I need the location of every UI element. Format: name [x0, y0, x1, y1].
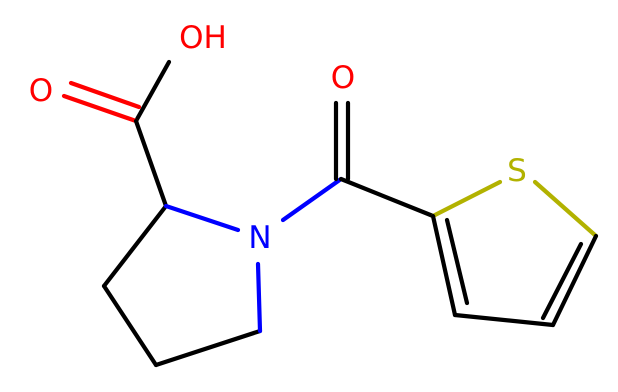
nitrogen-label: N — [248, 220, 271, 256]
bond-c-alpha — [133, 118, 169, 209]
sulfur-label: S — [507, 153, 527, 189]
bond-n-alpha — [163, 203, 241, 233]
bond-c5-c4-b — [540, 241, 584, 321]
bond-c-o-carboxyl-a — [61, 93, 139, 124]
bond-c3-c2-b — [444, 217, 470, 306]
bond-ch2-b-ch2-c — [153, 328, 263, 368]
bond-c5-c4-a — [550, 233, 599, 328]
oh-label: OH — [179, 20, 227, 56]
bond-alpha-ch2-a — [101, 203, 169, 289]
bond-carbonyl-thiophene — [338, 176, 436, 219]
bond-ch2-a-ch2-b — [101, 283, 159, 368]
bond-c-o-carboxyl-b — [68, 80, 142, 110]
atom-labels: OH O O N S — [29, 20, 527, 256]
carbonyl-oxygen-label: O — [331, 60, 355, 96]
bond-c-oh — [133, 59, 172, 124]
bonds — [61, 59, 599, 368]
bond-ch2-c-n — [255, 261, 263, 334]
bond-n-carbonyl — [280, 176, 344, 223]
carboxyl-oxygen-label: O — [29, 73, 53, 109]
bond-c2-s — [430, 179, 503, 219]
bond-c3-c2-a — [430, 213, 458, 318]
bond-s-c5 — [532, 179, 599, 239]
bond-c4-c3 — [452, 312, 556, 328]
